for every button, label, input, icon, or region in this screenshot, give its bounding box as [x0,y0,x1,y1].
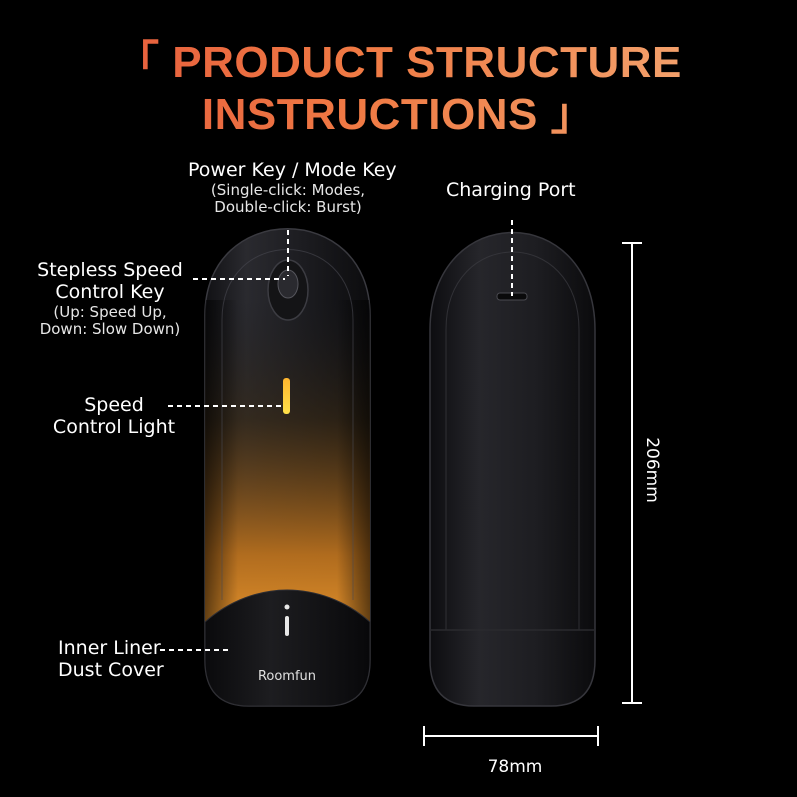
back-view-device [429,231,596,707]
speed-key-title2: Control Key [55,280,165,303]
speed-key-sub1: (Up: Speed Up, [53,302,167,321]
power-key-title: Power Key / Mode Key [188,159,397,181]
title-line-1: 「 PRODUCT STRUCTURE [0,26,797,90]
speed-light-title1: Speed [84,394,144,416]
dimension-lines [423,242,642,746]
front-view-device [204,228,371,707]
speed-key-sub2: Down: Slow Down) [39,319,181,338]
speed-key-label: Stepless Speed Control Key (Up: Speed Up… [30,259,190,338]
charging-port-label: Charging Port [446,179,576,202]
width-dimension-label: 78mm [487,757,543,777]
brand-logo: Roomfun [258,669,316,684]
dust-cover-title2: Dust Cover [58,658,164,681]
power-key-label: Power Key / Mode Key (Single-click: Mode… [188,159,397,217]
power-key-sub1: (Single-click: Modes, [210,180,366,199]
speed-light-title2: Control Light [52,415,176,438]
dust-cover-title1: Inner Liner [58,637,161,659]
speed-light-label: Speed Control Light [44,394,184,439]
title-line-2: INSTRUCTIONS 」 [0,78,797,142]
speed-key-title1: Stepless Speed [37,259,183,281]
dust-cover-label: Inner Liner Dust Cover [58,637,164,682]
height-dimension-label: 206mm [642,437,662,503]
power-key-sub2: Double-click: Burst) [214,198,362,217]
leader-lines [160,220,513,651]
charging-port-title: Charging Port [446,179,576,201]
